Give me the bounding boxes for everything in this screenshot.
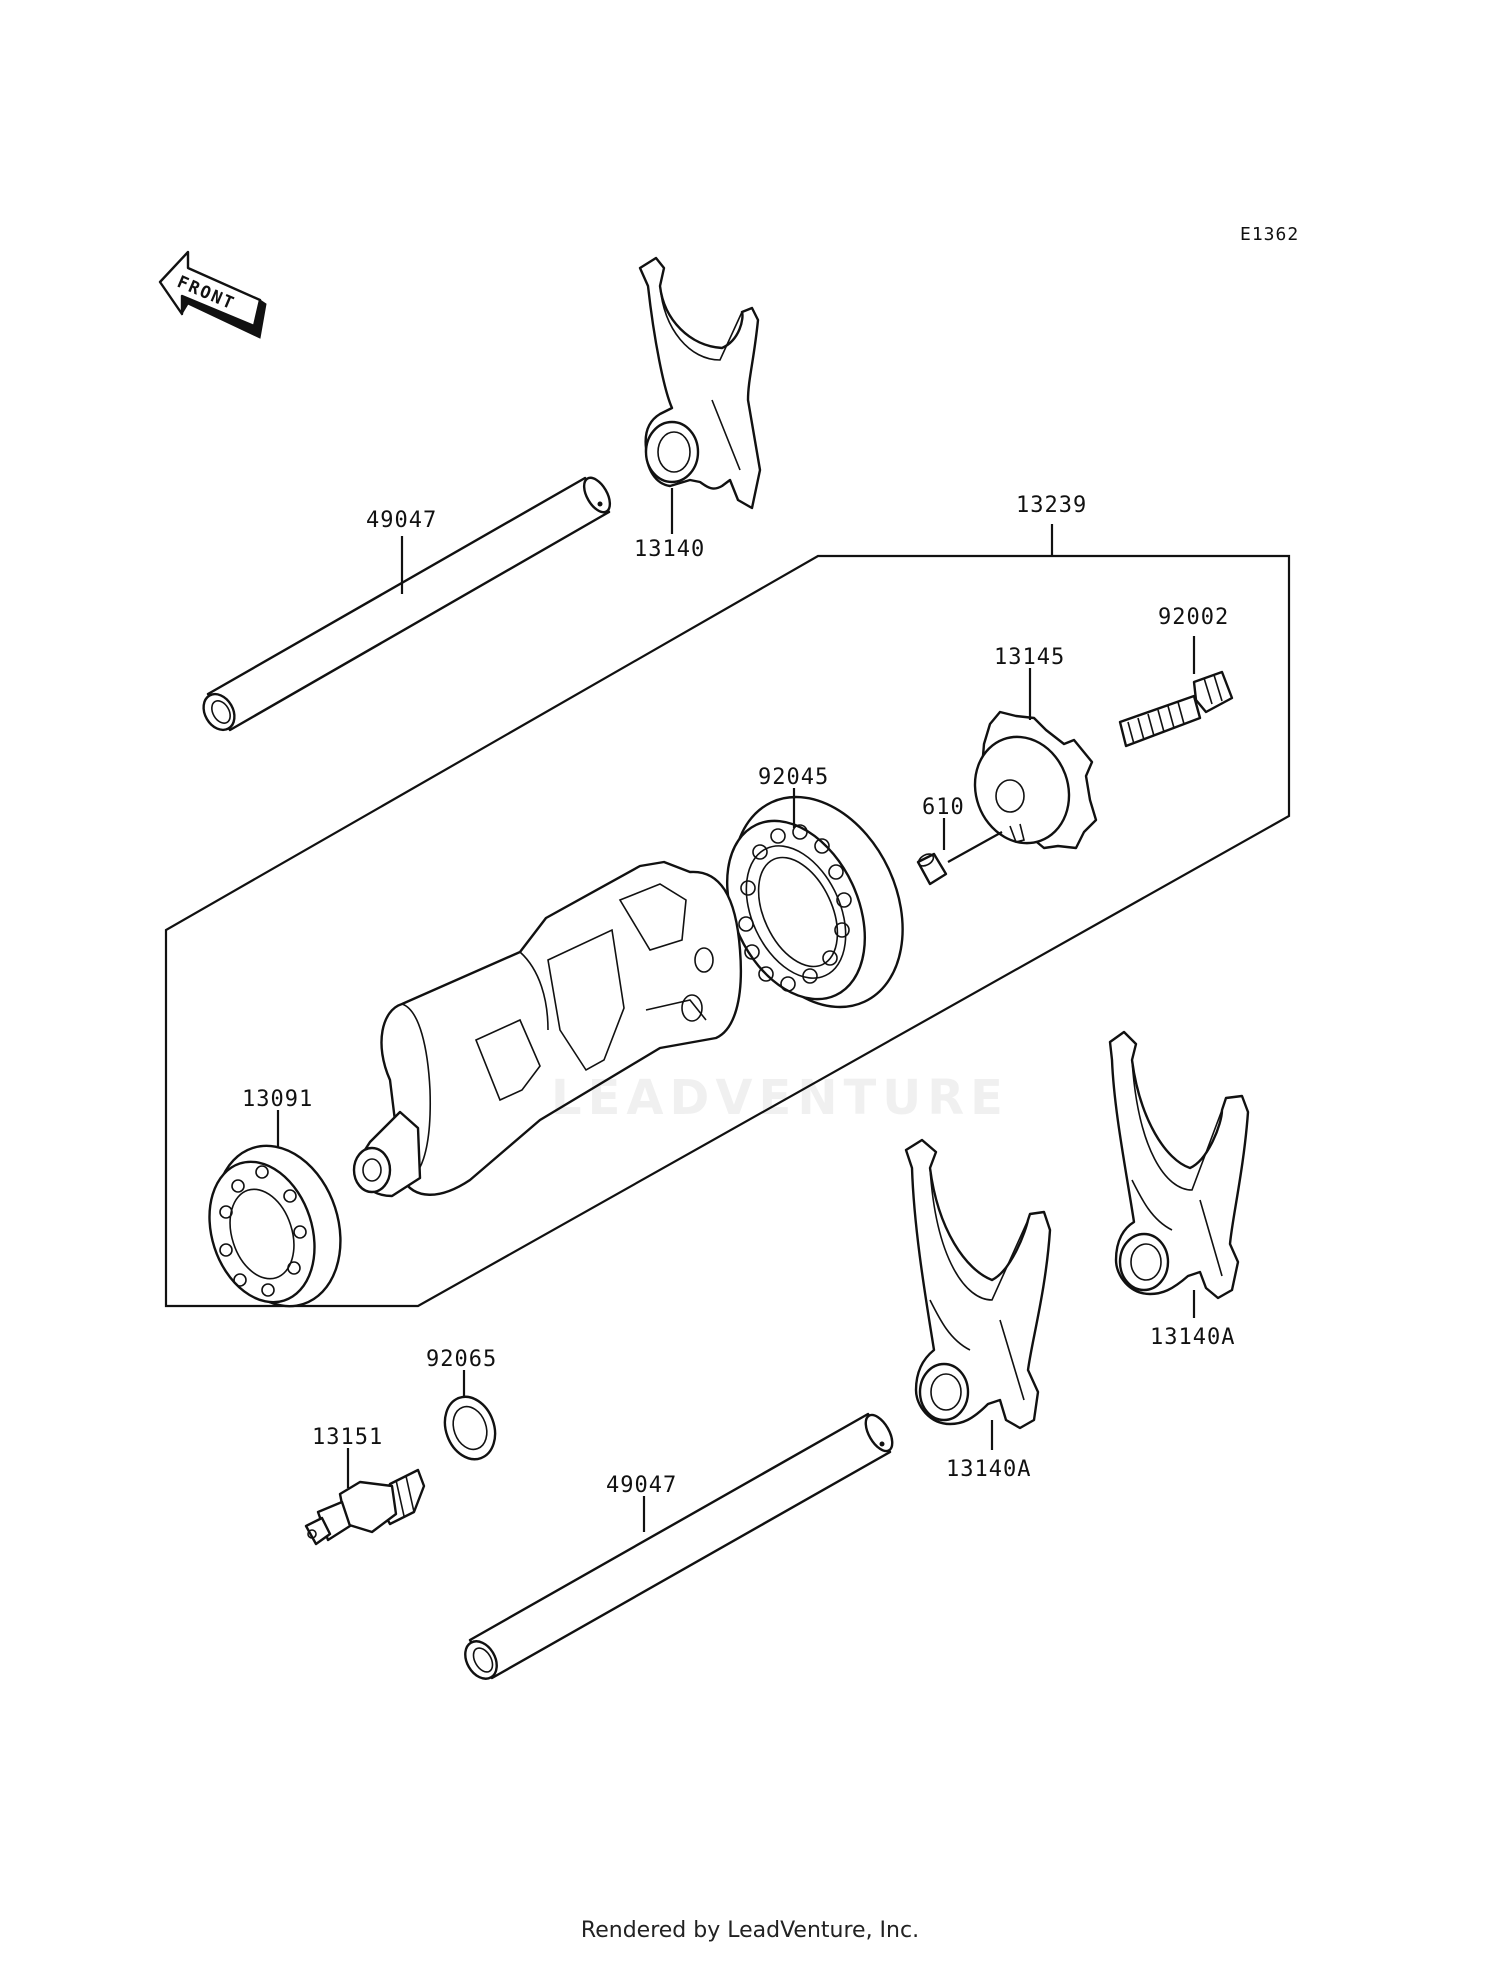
bearing-13091 xyxy=(208,1144,342,1308)
diagram-code: E1362 xyxy=(1240,224,1300,245)
callout-13239: 13239 xyxy=(1016,493,1087,518)
shift-rod-top xyxy=(202,476,612,732)
bolt-92002 xyxy=(1118,670,1234,748)
callout-92065: 92065 xyxy=(426,1347,497,1372)
callout-610: 610 xyxy=(922,795,965,820)
callout-13145: 13145 xyxy=(994,645,1065,670)
callout-13151: 13151 xyxy=(312,1425,383,1450)
callout-49047-bottom: 49047 xyxy=(606,1473,677,1498)
bearing-92045 xyxy=(725,795,904,1009)
shift-fork-13140A-right xyxy=(1108,1030,1250,1300)
assembly-outline xyxy=(164,554,1291,1308)
front-arrow-icon: FRONT xyxy=(158,250,267,339)
callout-13140: 13140 xyxy=(634,537,705,562)
shift-fork-13140 xyxy=(638,256,762,510)
callout-92045: 92045 xyxy=(758,765,829,790)
footer-credit: Rendered by LeadVenture, Inc. xyxy=(580,1918,920,1943)
pin-610 xyxy=(916,852,948,886)
drum-cam-13145 xyxy=(973,710,1098,850)
shift-fork-13140A-mid xyxy=(904,1138,1052,1430)
callout-13140A-mid: 13140A xyxy=(946,1457,1031,1482)
leader-610-b xyxy=(947,831,1003,863)
callout-13091: 13091 xyxy=(242,1087,313,1112)
shift-drum xyxy=(352,860,743,1198)
callout-92002: 92002 xyxy=(1158,605,1229,630)
washer-92065 xyxy=(443,1395,497,1461)
neutral-switch-13151 xyxy=(304,1468,426,1546)
callout-13140A-right: 13140A xyxy=(1150,1325,1235,1350)
callout-49047-top: 49047 xyxy=(366,508,437,533)
watermark: LEADVENTURE xyxy=(551,1070,1009,1126)
shift-rod-bottom xyxy=(464,1412,894,1680)
